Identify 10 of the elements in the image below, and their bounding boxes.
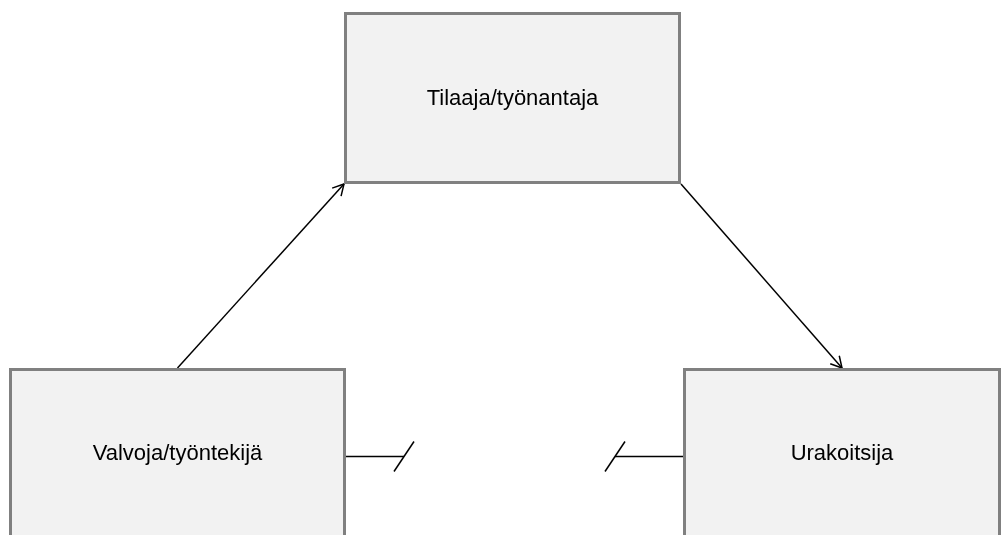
broken-connector [345,440,415,473]
broken-connector [604,440,684,473]
process-box [9,368,346,535]
node-label: Urakoitsija [790,440,894,466]
process-box [683,368,1001,535]
process-box [344,12,681,184]
arrow [176,183,345,369]
node-label: Valvoja/työntekijä [92,440,263,466]
node-label: Tilaaja/työnantaja [426,85,599,111]
arrow [680,183,843,369]
